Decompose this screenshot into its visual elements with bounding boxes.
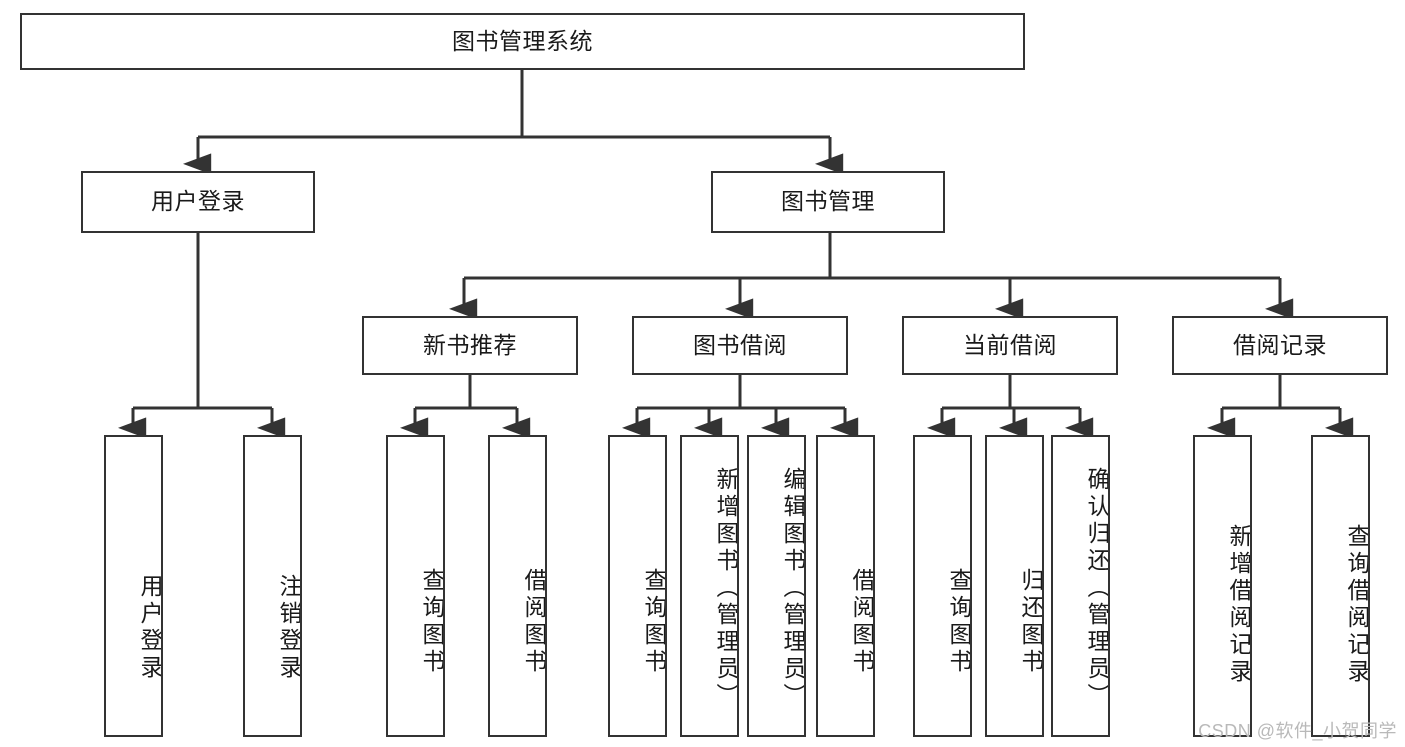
node-current-borrow-label: 当前借阅 xyxy=(963,331,1057,358)
node-leaf-add-book-admin[interactable]: 新增图书（管理员） xyxy=(680,435,739,737)
node-user-login[interactable]: 用户登录 xyxy=(81,171,315,233)
node-leaf-edit-book-admin[interactable]: 编辑图书（管理员） xyxy=(747,435,806,737)
node-root-system-label: 图书管理系统 xyxy=(452,27,593,54)
node-leaf-borrow-book-1[interactable]: 借阅图书 xyxy=(488,435,547,737)
node-root-system[interactable]: 图书管理系统 xyxy=(20,13,1025,70)
node-new-book-recommend-label: 新书推荐 xyxy=(423,331,517,358)
node-current-borrow[interactable]: 当前借阅 xyxy=(902,316,1118,375)
csdn-watermark: CSDN @软件_小贺同学 xyxy=(1198,721,1397,741)
node-leaf-logout-login-label: 注销登录 xyxy=(276,574,302,682)
node-book-manage-label: 图书管理 xyxy=(781,188,875,215)
node-book-borrow-label: 图书借阅 xyxy=(693,331,787,358)
node-leaf-query-book-2[interactable]: 查询图书 xyxy=(608,435,667,737)
node-leaf-borrow-book-1-label: 借阅图书 xyxy=(521,568,547,676)
node-leaf-return-book-label: 归还图书 xyxy=(1018,568,1044,676)
node-leaf-query-book-1[interactable]: 查询图书 xyxy=(386,435,445,737)
node-book-manage[interactable]: 图书管理 xyxy=(711,171,945,233)
node-leaf-user-login-label: 用户登录 xyxy=(137,574,163,682)
node-borrow-record-label: 借阅记录 xyxy=(1233,331,1327,358)
node-borrow-record[interactable]: 借阅记录 xyxy=(1172,316,1388,375)
node-leaf-logout-login[interactable]: 注销登录 xyxy=(243,435,302,737)
node-leaf-borrow-book-2[interactable]: 借阅图书 xyxy=(816,435,875,737)
node-leaf-query-book-1-label: 查询图书 xyxy=(419,568,445,676)
node-leaf-query-borrow-record[interactable]: 查询借阅记录 xyxy=(1311,435,1370,737)
node-leaf-add-book-admin-label: 新增图书（管理员） xyxy=(713,466,739,710)
node-leaf-query-book-3[interactable]: 查询图书 xyxy=(913,435,972,737)
node-user-login-label: 用户登录 xyxy=(151,188,245,215)
node-leaf-query-borrow-record-label: 查询借阅记录 xyxy=(1344,524,1370,686)
node-leaf-query-book-3-label: 查询图书 xyxy=(946,568,972,676)
node-book-borrow[interactable]: 图书借阅 xyxy=(632,316,848,375)
node-leaf-confirm-return-admin-label: 确认归还（管理员） xyxy=(1084,466,1110,710)
node-leaf-query-book-2-label: 查询图书 xyxy=(641,568,667,676)
node-new-book-recommend[interactable]: 新书推荐 xyxy=(362,316,578,375)
node-leaf-add-borrow-record-label: 新增借阅记录 xyxy=(1226,524,1252,686)
node-leaf-edit-book-admin-label: 编辑图书（管理员） xyxy=(780,466,806,710)
node-leaf-add-borrow-record[interactable]: 新增借阅记录 xyxy=(1193,435,1252,737)
node-leaf-borrow-book-2-label: 借阅图书 xyxy=(849,568,875,676)
node-leaf-return-book[interactable]: 归还图书 xyxy=(985,435,1044,737)
node-leaf-user-login[interactable]: 用户登录 xyxy=(104,435,163,737)
node-leaf-confirm-return-admin[interactable]: 确认归还（管理员） xyxy=(1051,435,1110,737)
